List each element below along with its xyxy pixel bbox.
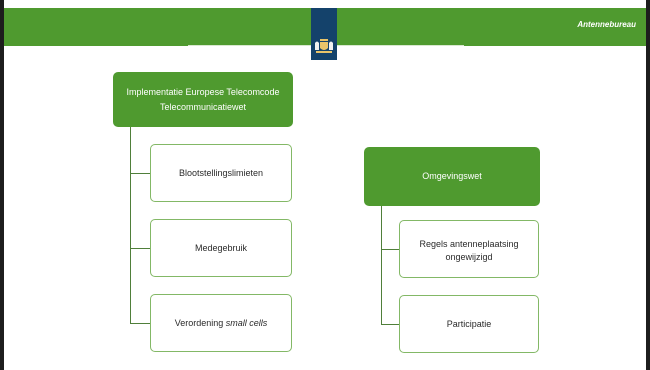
right-branch-1	[381, 249, 399, 250]
node-regels-line2: ongewijzigd	[445, 251, 493, 262]
node-omgevingswet: Omgevingswet	[364, 147, 540, 206]
node-participatie: Participatie	[399, 295, 539, 353]
node-medegebruik-label: Medegebruik	[194, 242, 248, 253]
node-blootstellingslimieten-label: Blootstellingslimieten	[178, 167, 264, 178]
left-branch-2	[130, 248, 150, 249]
node-verordening-label: Verordening	[174, 317, 226, 328]
node-regels-antenneplaatsing: Regels antenneplaatsing ongewijzigd	[399, 220, 539, 278]
node-verordening-italic: small cells	[225, 317, 268, 328]
node-omgevingswet-label: Omgevingswet	[422, 171, 482, 181]
left-branch-1	[130, 173, 150, 174]
left-tree-trunk	[130, 127, 131, 324]
node-participatie-label: Participatie	[446, 318, 492, 329]
right-tree-trunk	[381, 206, 382, 325]
node-telecomcode-line1: Implementatie Europese Telecomcode	[126, 86, 280, 97]
node-regels-line1: Regels antenneplaatsing	[419, 238, 519, 249]
node-blootstellingslimieten: Blootstellingslimieten	[150, 144, 292, 202]
right-branch-2	[381, 324, 399, 325]
node-verordening: Verordening small cells	[150, 294, 292, 352]
left-branch-3	[130, 323, 150, 324]
right-border	[646, 0, 650, 370]
node-telecomcode-line2: Telecommunicatiewet	[159, 101, 247, 112]
coat-of-arms-icon	[315, 39, 333, 53]
node-telecomcode: Implementatie Europese Telecomcode Telec…	[113, 72, 293, 127]
node-medegebruik: Medegebruik	[150, 219, 292, 277]
left-border	[0, 0, 4, 370]
brand-title: Antennebureau	[577, 20, 636, 29]
logo-ribbon	[311, 8, 337, 60]
